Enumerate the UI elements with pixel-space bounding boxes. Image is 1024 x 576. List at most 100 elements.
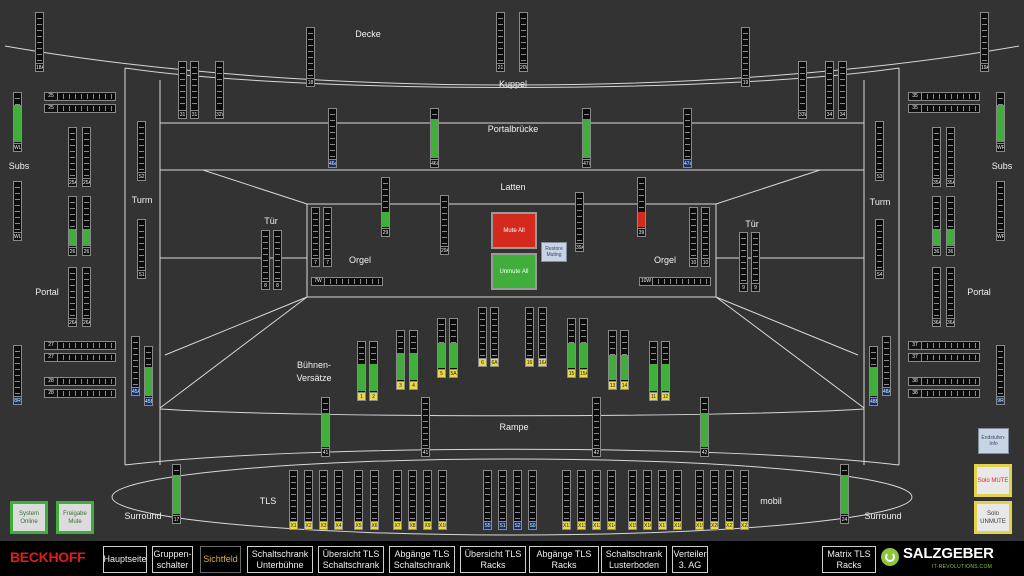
level-meter-46i[interactable]: 46i [430, 108, 439, 168]
nav-button[interactable]: Matrix TLS Racks [822, 546, 876, 573]
level-meter-X1[interactable]: X1 [289, 470, 298, 530]
restore-muting-button[interactable]: Restore Muting [541, 242, 567, 262]
level-meter-WR2[interactable]: WR2 [996, 181, 1005, 241]
level-meter-35A[interactable]: 35A [932, 127, 941, 187]
level-meter-6A[interactable]: 6A [490, 307, 499, 367]
level-meter-25A[interactable]: 25A [82, 127, 91, 187]
level-meter-42[interactable]: 42 [592, 397, 601, 457]
level-meter-41[interactable]: 41 [421, 397, 430, 457]
level-meter-36[interactable]: 36 [932, 196, 941, 256]
level-meter-20W[interactable]: 20W [519, 12, 528, 72]
solo-mute-button[interactable]: Solo MUTE [974, 464, 1012, 497]
nav-button[interactable]: Schaltschrank Lusterboden [601, 546, 667, 573]
level-meter-S1[interactable]: S1 [498, 470, 507, 530]
level-meter-S1[interactable]: S1 [137, 219, 146, 279]
level-meter-35A[interactable]: 35A [946, 127, 955, 187]
level-meter-18[interactable]: 18 [306, 27, 315, 87]
level-meter-X13[interactable]: X13 [592, 470, 601, 530]
level-meter-X20[interactable]: X20 [710, 470, 719, 530]
nav-button[interactable]: Verteiler 3. AG [672, 546, 708, 573]
level-meter-45B[interactable]: 45B [144, 346, 153, 406]
level-meter-X14[interactable]: X14 [607, 470, 616, 530]
level-meter-29[interactable]: 29 [381, 177, 390, 237]
level-meter-34[interactable]: 34 [825, 61, 834, 119]
level-meter-X19[interactable]: X19 [695, 470, 704, 530]
level-meter-h-25[interactable]: 25 [44, 104, 116, 113]
level-meter-45A[interactable]: 45A [131, 336, 140, 396]
level-meter-26[interactable]: 26 [68, 196, 77, 256]
level-meter-X12[interactable]: X12 [577, 470, 586, 530]
level-meter-h-10W[interactable]: 10W [639, 277, 711, 286]
level-meter-31[interactable]: 31 [190, 61, 199, 119]
level-meter-48B[interactable]: 48B [869, 346, 878, 406]
level-meter-X4[interactable]: X4 [334, 470, 343, 530]
level-meter-17[interactable]: 17 [172, 464, 181, 524]
unmute-all-button[interactable]: Unmute All [491, 253, 537, 290]
level-meter-X17[interactable]: X17 [658, 470, 667, 530]
level-meter-46a[interactable]: 46a [328, 108, 337, 168]
nav-button[interactable]: Schaltschrank Unterbühne [247, 546, 313, 573]
level-meter-36A[interactable]: 36A [932, 267, 941, 327]
level-meter-h-27[interactable]: 27 [44, 353, 116, 362]
mute-all-button[interactable]: Mute All [491, 212, 537, 249]
level-meter-X11[interactable]: X11 [562, 470, 571, 530]
level-meter-8R[interactable]: 8R [13, 345, 22, 405]
level-meter-11[interactable]: 11 [649, 341, 658, 401]
level-meter-1[interactable]: 1 [357, 341, 366, 401]
level-meter-9R[interactable]: 9R [996, 345, 1005, 405]
level-meter-47i[interactable]: 47i [582, 108, 591, 168]
level-meter-X22[interactable]: X22 [740, 470, 749, 530]
level-meter-X18[interactable]: X18 [673, 470, 682, 530]
level-meter-12[interactable]: 12 [661, 341, 670, 401]
level-meter-24[interactable]: 24 [840, 464, 849, 524]
level-meter-21[interactable]: 21 [496, 12, 505, 72]
level-meter-29A[interactable]: 29A [440, 195, 449, 255]
level-meter-6[interactable]: 6 [478, 307, 487, 367]
level-meter-h-7W[interactable]: 7W [311, 277, 383, 286]
level-meter-X3[interactable]: X3 [319, 470, 328, 530]
level-meter-2[interactable]: 2 [369, 341, 378, 401]
level-meter-26A[interactable]: 26A [82, 267, 91, 327]
level-meter-14[interactable]: 14 [620, 330, 629, 390]
level-meter-32W[interactable]: 32W [215, 61, 224, 119]
level-meter-X8[interactable]: X8 [408, 470, 417, 530]
level-meter-h-28[interactable]: 28 [44, 377, 116, 386]
endstufen-info-button[interactable]: Endstufen-Info [978, 428, 1009, 454]
level-meter-h-37[interactable]: 37 [908, 341, 980, 350]
level-meter-S2[interactable]: S2 [513, 470, 522, 530]
level-meter-48A[interactable]: 48A [882, 336, 891, 396]
level-meter-36A[interactable]: 36A [946, 267, 955, 327]
level-meter-25A[interactable]: 25A [68, 127, 77, 187]
level-meter-X10[interactable]: X10 [438, 470, 447, 530]
nav-button[interactable]: Übersicht TLS Schaltschrank [318, 546, 384, 573]
level-meter-h-25[interactable]: 25 [44, 92, 116, 101]
level-meter-S3[interactable]: S3 [875, 121, 884, 181]
level-meter-7[interactable]: 7 [311, 207, 320, 267]
level-meter-WR1[interactable]: WR1 [996, 92, 1005, 152]
level-meter-41[interactable]: 41 [321, 397, 330, 457]
level-meter-47a[interactable]: 47a [683, 108, 692, 168]
nav-button[interactable]: Abgänge TLS Schaltschrank [389, 546, 455, 573]
level-meter-5[interactable]: 5 [437, 318, 446, 378]
level-meter-5A[interactable]: 5A [449, 318, 458, 378]
nav-button[interactable]: Übersicht TLS Racks [460, 546, 526, 573]
level-meter-36[interactable]: 36 [946, 196, 955, 256]
level-meter-h-35[interactable]: 35 [908, 92, 980, 101]
level-meter-h-37[interactable]: 37 [908, 353, 980, 362]
nav-button[interactable]: Sichtfeld [200, 546, 241, 573]
level-meter-h-38[interactable]: 38 [908, 377, 980, 386]
level-meter-X2[interactable]: X2 [304, 470, 313, 530]
level-meter-S4[interactable]: S4 [875, 219, 884, 279]
level-meter-8[interactable]: 8 [261, 230, 270, 290]
nav-button[interactable]: Hauptseite [103, 546, 147, 573]
level-meter-39[interactable]: 39 [637, 177, 646, 237]
level-meter-X16[interactable]: X16 [643, 470, 652, 530]
level-meter-7[interactable]: 7 [323, 207, 332, 267]
level-meter-S5[interactable]: S5 [483, 470, 492, 530]
level-meter-WL2[interactable]: WL2 [13, 181, 22, 241]
level-meter-X21[interactable]: X21 [725, 470, 734, 530]
level-meter-3[interactable]: 3 [396, 330, 405, 390]
nav-button[interactable]: Abgänge TLS Racks [529, 546, 599, 573]
level-meter-h-27[interactable]: 27 [44, 341, 116, 350]
level-meter-WL1[interactable]: WL1 [13, 92, 22, 152]
